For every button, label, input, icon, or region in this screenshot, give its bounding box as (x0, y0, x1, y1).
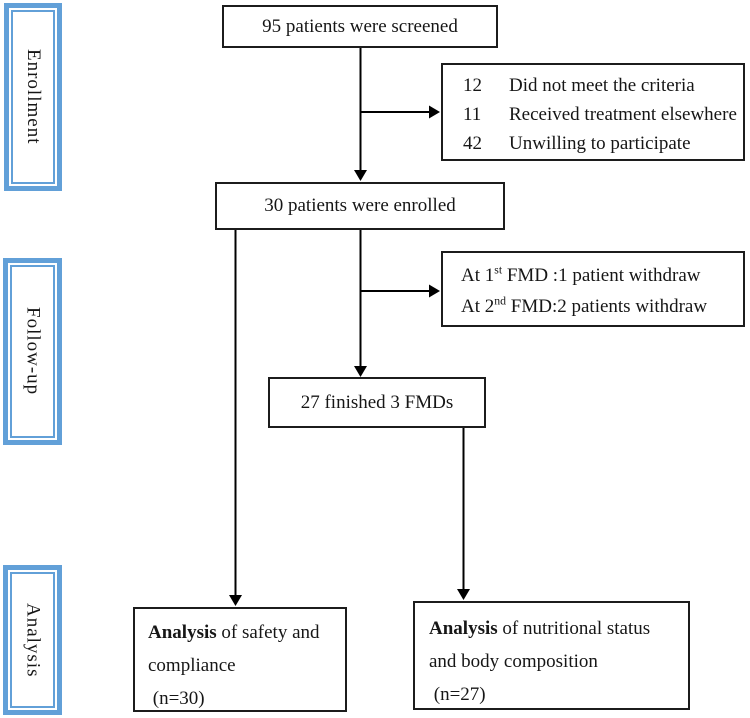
stage-label-analysis: Analysis (3, 565, 62, 715)
box-finished-text: 27 finished 3 FMDs (300, 391, 454, 413)
exclusion-reason: Unwilling to participate (509, 133, 691, 154)
exclusion-count: 11 (463, 104, 482, 125)
box-screened-text: 95 patients were screened (262, 15, 458, 37)
box-enrolled-text: 30 patients were enrolled (264, 195, 456, 216)
analysis-bold-word: Analysis (148, 622, 217, 643)
analysis-nutrition-line3: (n=27) (429, 684, 486, 705)
exclusion-row: 11 Received treatment elsewhere (463, 100, 737, 129)
withdrawal-line-text: At 1 (461, 265, 495, 286)
analysis-nutrition-line2: and body composition (429, 651, 598, 672)
withdrawal-line-text: FMD :1 patient withdraw (502, 265, 701, 286)
withdrawal-line-text: FMD:2 patients withdraw (506, 296, 708, 317)
box-finished: 27 finished 3 FMDs (268, 377, 486, 428)
exclusion-reason: Did not meet the criteria (509, 75, 695, 96)
arrowhead-right-icon (429, 105, 440, 119)
analysis-safety-line2: compliance (148, 655, 236, 676)
ordinal-superscript: nd (494, 294, 507, 308)
box-analysis-safety: Analysis of safety and compliance (n=30) (133, 607, 347, 712)
stage-label-text: Follow-up (22, 307, 44, 396)
arrowhead-down-icon (229, 595, 242, 606)
arrowhead-down-icon (354, 366, 367, 377)
stage-label-text: Analysis (22, 602, 44, 678)
box-enrolled: 30 patients were enrolled (215, 182, 505, 230)
stage-label-inner-frame: Analysis (10, 572, 55, 708)
exclusion-reason: Received treatment elsewhere (509, 104, 737, 125)
analysis-safety-line1: Analysis of safety and (148, 616, 341, 649)
analysis-nutrition-line1: Analysis of nutritional status (429, 612, 684, 645)
analysis-line1-tail: of safety and (216, 622, 320, 643)
stage-label-follow-up: Follow-up (3, 258, 62, 445)
stage-label-text: Enrollment (23, 49, 44, 145)
withdrawal-line: At 2nd FMD:2 patients withdraw (461, 291, 737, 322)
exclusion-count: 42 (463, 133, 482, 154)
withdrawal-line-text: At 2 (461, 296, 495, 317)
stage-label-enrollment: Enrollment (4, 3, 62, 191)
arrowhead-right-icon (429, 284, 440, 298)
stage-label-inner-frame: Follow-up (10, 265, 55, 438)
box-screened: 95 patients were screened (222, 5, 498, 48)
stage-label-inner-frame: Enrollment (11, 10, 55, 184)
withdrawal-line: At 1st FMD :1 patient withdraw (461, 260, 737, 291)
box-exclusions: 12 Did not meet the criteria 11 Received t… (441, 63, 745, 161)
ordinal-superscript: st (494, 263, 503, 277)
exclusion-row: 12 Did not meet the criteria (463, 71, 735, 100)
arrowhead-down-icon (354, 170, 367, 181)
analysis-line1-tail: of nutritional status (497, 618, 651, 639)
exclusion-row: 42 Unwilling to participate (463, 129, 735, 158)
analysis-bold-word: Analysis (429, 618, 498, 639)
box-withdrawals: At 1st FMD :1 patient withdraw At 2nd FM… (441, 251, 745, 327)
analysis-safety-line3: (n=30) (148, 688, 205, 709)
box-analysis-nutrition: Analysis of nutritional status and body … (413, 601, 690, 710)
exclusion-count: 12 (463, 75, 482, 96)
arrowhead-down-icon (457, 589, 470, 600)
